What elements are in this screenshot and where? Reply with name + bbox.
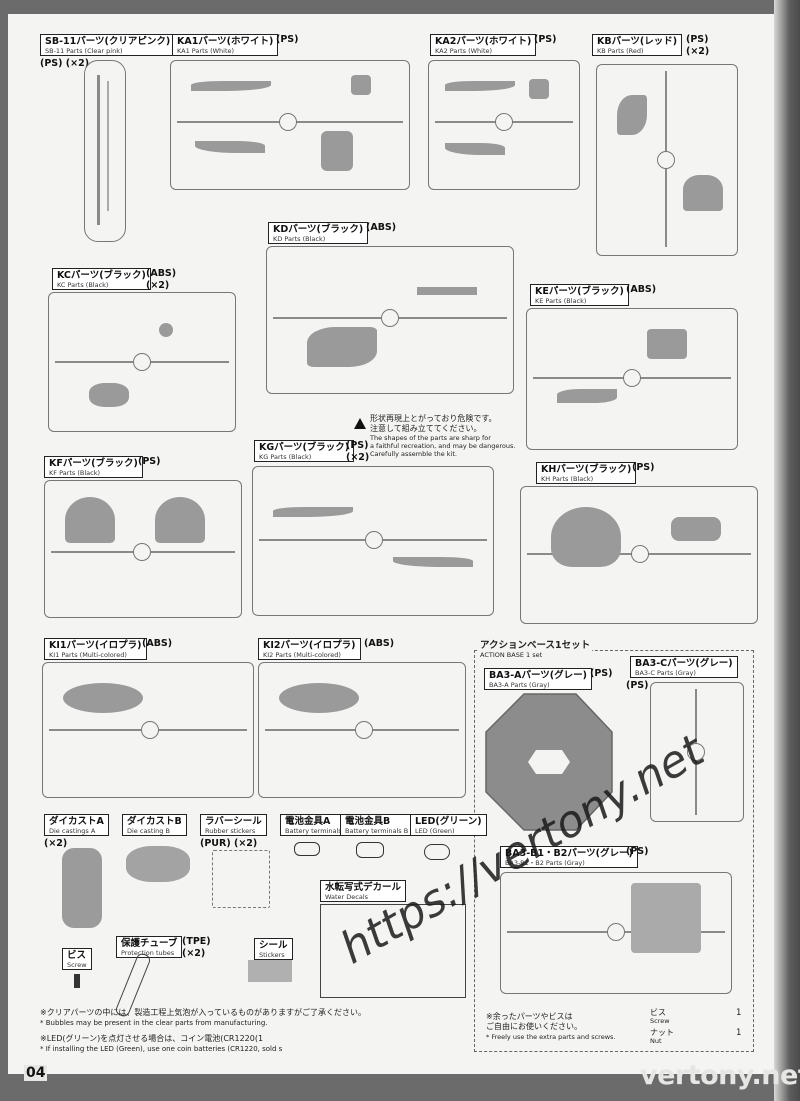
runner-label-kc: KCパーツ(ブラック)KC Parts (Black) — [52, 268, 151, 290]
nut-count-value: 1 — [736, 1028, 742, 1038]
screw-count-value: 1 — [736, 1008, 742, 1018]
count-die-a: (×2) — [44, 838, 68, 849]
runner-label-kd: KDパーツ(ブラック)KD Parts (Black) — [268, 222, 369, 244]
warning-text: 形状再現上とがっており危険です。 注意して組み立ててください。 The shap… — [370, 414, 516, 458]
runner-kd — [266, 246, 514, 394]
page-number: 04 — [24, 1065, 48, 1081]
runner-material-sb11: (PS) (×2) — [40, 58, 90, 69]
material-tube: (TPE) — [182, 936, 211, 947]
runner-material-ke: (ABS) — [626, 284, 657, 295]
runner-ki1 — [42, 662, 254, 798]
runner-ke — [526, 308, 738, 450]
runner-label-ba3c: BA3-Cパーツ(グレー)BA3-C Parts (Gray) — [630, 656, 738, 678]
die-casting-b-image — [126, 846, 190, 882]
rubber-sticker-image — [212, 850, 270, 908]
clear-parts-note: ※クリアパーツの中には、製造工程上気泡が入っているものがありますがご了承ください… — [40, 1008, 366, 1027]
runner-material-kd: (ABS) — [366, 222, 397, 233]
runner-label-ke: KEパーツ(ブラック)KE Parts (Black) — [530, 284, 629, 306]
sticker-image — [248, 960, 292, 982]
runner-label-kh: KHパーツ(ブラック)KH Parts (Black) — [536, 462, 637, 484]
runner-label-sb11: SB-11パーツ(クリアピンク)SB-11 Parts (Clear pink) — [40, 34, 176, 56]
action-base-title: アクションベース1セット ACTION BASE 1 set — [478, 640, 593, 659]
water-decal-sheet — [320, 904, 466, 998]
runner-label-ba3b: BA3-B1・B2パーツ(グレー)BA3-B1・B2 Parts (Gray) — [500, 846, 638, 868]
runner-sb11 — [84, 60, 126, 242]
runner-material-kg: (PS) — [346, 440, 369, 451]
runner-label-kb: KBパーツ(レッド)KB Parts (Red) — [592, 34, 683, 56]
runner-label-ki2: KI2パーツ(イロプラ)KI2 Parts (Multi-colored) — [258, 638, 361, 660]
runner-label-ka2: KA2パーツ(ホワイト)KA2 Parts (White) — [430, 34, 537, 56]
runner-count-kb: (×2) — [686, 46, 710, 57]
label-led: LED(グリーン)LED (Green) — [410, 814, 487, 836]
watermark-site: vertony.net — [640, 1060, 800, 1091]
runner-ka1 — [170, 60, 410, 190]
runner-label-kf: KFパーツ(ブラック)KF Parts (Black) — [44, 456, 143, 478]
runner-material-ba3c: (PS) — [626, 680, 649, 691]
led-image — [424, 844, 450, 860]
runner-material-kf: (PS) — [138, 456, 161, 467]
count-tube: (×2) — [182, 948, 206, 959]
runner-material-kb: (PS) — [686, 34, 709, 45]
runner-material-kc: (ABS) — [146, 268, 177, 279]
runner-count-kg: (×2) — [346, 452, 370, 463]
runner-kb — [596, 64, 738, 256]
runner-material-ba3b: (PS) — [626, 846, 649, 857]
runner-label-ba3a: BA3-Aパーツ(グレー)BA3-A Parts (Gray) — [484, 668, 592, 690]
battery-a-image — [294, 842, 320, 856]
runner-material-ka1: (PS) — [276, 34, 299, 45]
runner-kc — [48, 292, 236, 432]
runner-ba3c — [650, 682, 744, 822]
runner-ba3b — [500, 872, 732, 994]
screw-image — [74, 974, 80, 988]
warning-icon — [354, 418, 366, 429]
led-note: ※LED(グリーン)を点灯させる場合は、コイン電池(CR1220(1 * If … — [40, 1034, 283, 1053]
spare-parts-note: ※余ったパーツやビスは ご自由にお使いください。 * Freely use th… — [486, 1012, 616, 1041]
runner-count-kc: (×2) — [146, 280, 170, 291]
runner-material-ka2: (PS) — [534, 34, 557, 45]
action-base-box — [474, 650, 754, 1052]
battery-b-image — [356, 842, 384, 858]
runner-label-ki1: KI1パーツ(イロプラ)KI1 Parts (Multi-colored) — [44, 638, 147, 660]
runner-kf — [44, 480, 242, 618]
binding-edge — [774, 0, 800, 1101]
die-casting-a-image — [62, 848, 102, 928]
runner-label-ka1: KA1パーツ(ホワイト)KA1 Parts (White) — [172, 34, 279, 56]
runner-ka2 — [428, 60, 580, 190]
runner-label-kg: KGパーツ(ブラック)KG Parts (Black) — [254, 440, 355, 462]
runner-kg — [252, 466, 494, 616]
runner-material-ki1: (ABS) — [142, 638, 173, 649]
runner-material-ba3a: (PS) — [590, 668, 613, 679]
material-rubber: (PUR) (×2) — [200, 838, 258, 849]
runner-material-ki2: (ABS) — [364, 638, 395, 649]
runner-ki2 — [258, 662, 466, 798]
runner-material-kh: (PS) — [632, 462, 655, 473]
base-plate — [485, 693, 613, 831]
runner-kh — [520, 486, 758, 624]
